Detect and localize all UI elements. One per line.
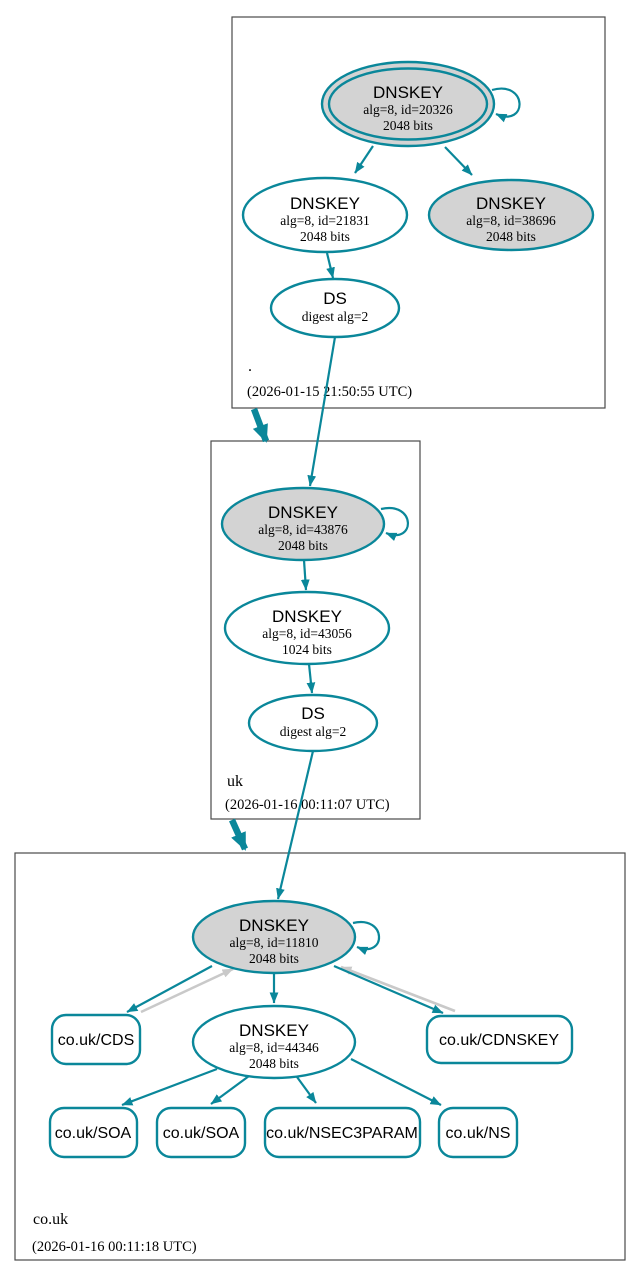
rrset-label: co.uk/NSEC3PARAM [266,1125,418,1142]
node-couk-ksk-dnskey[interactable]: DNSKEY alg=8, id=11810 2048 bits [191,899,357,975]
node-detail: alg=8, id=21831 [280,213,369,228]
node-title: DS [301,704,325,723]
node-detail: alg=8, id=43056 [262,626,352,641]
node-detail: 2048 bits [300,229,350,244]
edge-root-zsk-to-ds [325,252,335,279]
node-couk-cdnskey[interactable]: co.uk/CDNSKEY [425,1014,574,1065]
node-detail: 1024 bits [282,642,332,657]
node-title: DNSKEY [373,83,443,102]
node-detail: 2048 bits [486,229,536,244]
node-detail: alg=8, id=38696 [466,213,556,228]
zone-box-couk [14,852,626,1261]
edge-root-ksk-to-key2 [444,146,473,176]
node-uk-zsk-dnskey[interactable]: DNSKEY alg=8, id=43056 1024 bits [223,590,391,666]
rrset-label: co.uk/SOA [163,1125,240,1142]
self-loop-couk-ksk [352,920,381,955]
edge-uk-ds-to-couk-ksk [276,750,315,900]
rrset-label: co.uk/CDNSKEY [439,1032,559,1049]
node-couk-zsk-dnskey[interactable]: DNSKEY alg=8, id=44346 2048 bits [191,1004,357,1080]
thick-arrow-root-to-uk [250,407,270,443]
edge-uk-ksk-to-zsk [300,559,310,591]
rrset-label: co.uk/SOA [55,1125,132,1142]
node-detail: 2048 bits [383,118,433,133]
node-uk-ds[interactable]: DS digest alg=2 [247,693,379,753]
node-root-ds[interactable]: DS digest alg=2 [269,277,401,339]
zone-timestamp-root: (2026-01-15 21:50:55 UTC) [247,384,412,400]
node-detail: alg=8, id=44346 [229,1040,319,1055]
node-uk-ksk-dnskey[interactable]: DNSKEY alg=8, id=43876 2048 bits [220,486,386,562]
edge-root-ds-to-uk-ksk [307,336,337,487]
node-couk-cds[interactable]: co.uk/CDS [50,1013,142,1066]
node-title: DNSKEY [268,503,338,522]
node-couk-soa2[interactable]: co.uk/SOA [155,1106,247,1159]
rrset-label: co.uk/NS [446,1125,511,1142]
edge-root-ksk-to-zsk [354,145,374,174]
zone-label-couk: co.uk [33,1211,68,1228]
edge-cds-to-ksk-gray [140,967,234,1014]
zone-label-root: . [248,358,252,375]
zone-couk: co.uk (2026-01-16 00:11:18 UTC) DNSKEY a… [14,750,626,1261]
node-title: DNSKEY [239,1021,309,1040]
zone-box-uk [210,440,421,820]
node-couk-nsec3param[interactable]: co.uk/NSEC3PARAM [263,1106,422,1159]
edge-cdnskey-to-ksk-gray [340,965,456,1013]
edge-ksk-to-cdnskey [333,964,444,1015]
node-detail: alg=8, id=20326 [363,102,453,117]
edge-uk-zsk-to-ds [306,663,316,694]
edge-ksk-to-cds [126,965,213,1013]
zone-root: . (2026-01-15 21:50:55 UTC) DNSKEY alg=8… [231,16,606,409]
node-title: DNSKEY [272,607,342,626]
node-title: DS [323,289,347,308]
node-root-zsk-dnskey[interactable]: DNSKEY alg=8, id=21831 2048 bits [241,176,409,254]
node-detail: digest alg=2 [280,724,346,739]
self-loop-uk-ksk [380,506,409,541]
zone-timestamp-uk: (2026-01-16 00:11:07 UTC) [225,797,390,813]
edge-zsk-to-nsec3param [296,1076,317,1104]
node-detail: 2048 bits [249,951,299,966]
edge-zsk-to-soa1 [121,1067,218,1107]
node-detail: 2048 bits [278,538,328,553]
node-title: DNSKEY [239,916,309,935]
node-couk-soa1[interactable]: co.uk/SOA [48,1106,139,1159]
node-root-key2-dnskey[interactable]: DNSKEY alg=8, id=38696 2048 bits [427,178,595,252]
thick-arrow-uk-to-couk [229,818,248,851]
node-couk-ns[interactable]: co.uk/NS [437,1106,519,1159]
node-root-ksk-dnskey[interactable]: DNSKEY alg=8, id=20326 2048 bits [320,60,496,148]
node-detail: digest alg=2 [302,309,368,324]
node-detail: 2048 bits [249,1056,299,1071]
zone-box-root [231,16,606,409]
edge-zsk-to-ns [350,1058,442,1106]
node-title: DNSKEY [476,194,546,213]
node-detail: alg=8, id=43876 [258,522,348,537]
node-title: DNSKEY [290,194,360,213]
rrset-label: co.uk/CDS [58,1032,134,1049]
zone-uk: uk (2026-01-16 00:11:07 UTC) DNSKEY alg=… [210,336,421,820]
self-loop-root-ksk [491,87,521,123]
zone-label-uk: uk [227,773,243,790]
edge-zsk-to-soa2 [210,1075,250,1105]
zone-timestamp-couk: (2026-01-16 00:11:18 UTC) [32,1239,197,1255]
node-detail: alg=8, id=11810 [230,935,319,950]
